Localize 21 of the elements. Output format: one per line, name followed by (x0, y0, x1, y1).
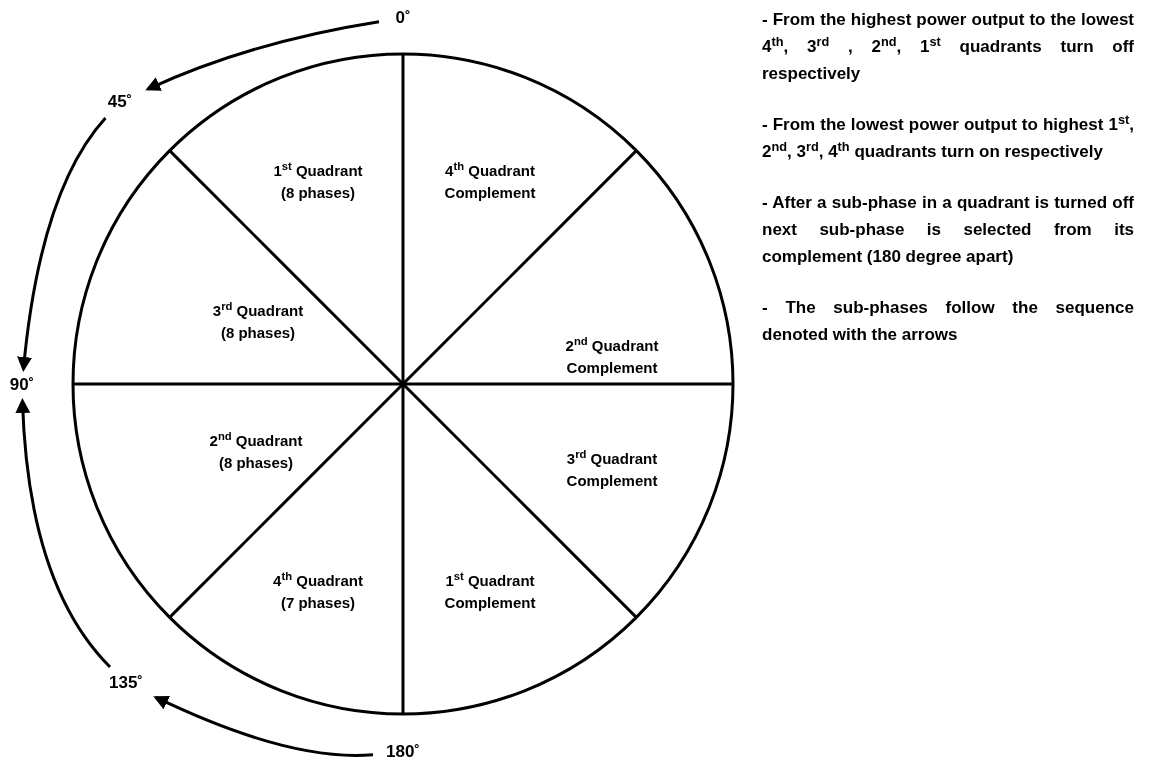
note-text: - The sub-phases follow the sequence denoted with the arrows (762, 297, 1134, 346)
sector-label: 4$^{th}$ Quadrant (7 phases) (272, 570, 364, 613)
curved-arrow (15, 398, 112, 668)
angle-label: 180˚ (386, 742, 420, 762)
curved-arrow (17, 117, 107, 372)
sector-label: 2$^{nd}$ Quadrant Complement (564, 335, 660, 378)
note-text: - After a sub-phase in a quadrant is turned off next sub-phase is selected from its complement (180 degree apart) (762, 192, 1134, 268)
sector-label: 3$^{rd}$ Quadrant Complement (565, 448, 659, 491)
sector-label: 2$^{nd}$ Quadrant (8 phases) (208, 430, 304, 473)
curved-arrow (145, 20, 380, 92)
note-text: - From the lowest power output to highest 1$^{st}$, 2$^{nd}$, 3$^{rd}$, 4$^{th}$ quadrants turn on respectively (762, 111, 1134, 163)
sector-label: 3$^{rd}$ Quadrant (8 phases) (211, 300, 305, 343)
angle-label: 90˚ (9, 375, 35, 395)
sector-label: 4$^{th}$ Quadrant Complement (443, 160, 537, 203)
angle-label: 135˚ (109, 673, 143, 693)
note-text: - From the highest power output to the lowest 4$^{th}$, 3$^{rd}$ , 2$^{nd}$, 1$^{st}$ quadrants turn off respectively (762, 9, 1134, 85)
sector-label: 1$^{st}$ Quadrant Complement (443, 570, 537, 613)
angle-label: 0˚ (395, 8, 411, 28)
curved-arrow (153, 695, 374, 757)
angle-label: 45˚ (107, 92, 133, 112)
sector-label: 1$^{st}$ Quadrant (8 phases) (272, 160, 364, 203)
